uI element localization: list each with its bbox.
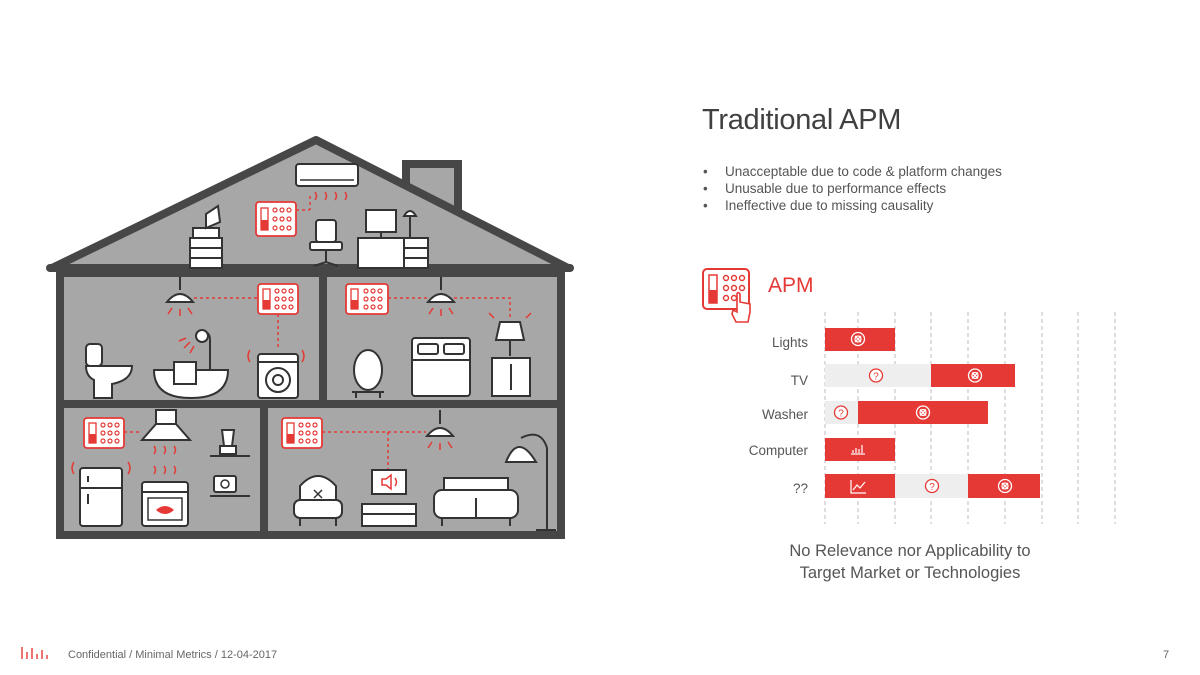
apm-panel-icon	[702, 268, 751, 323]
category-label-washer: Washer	[761, 407, 808, 422]
control-panel-icon	[255, 201, 297, 237]
bullet-marker: •	[703, 198, 708, 213]
bar-unknown-metrics	[825, 474, 895, 498]
control-panel-icon	[83, 417, 125, 449]
category-label-unknown: ??	[792, 481, 808, 496]
svg-text:?: ?	[873, 372, 879, 383]
armchair-icon	[293, 475, 343, 526]
range-hood-icon	[139, 409, 193, 455]
ceiling-lamp-icon	[164, 277, 196, 316]
category-label-lights: Lights	[771, 335, 808, 350]
bullet-text: Unusable due to performance effects	[725, 181, 947, 196]
apm-timeline: ? ? ?	[824, 312, 1116, 524]
oven-icon	[141, 465, 189, 527]
tv-stand-icon	[361, 469, 417, 527]
line-chart-icon	[850, 480, 866, 494]
control-panel-icon	[257, 283, 299, 315]
air-conditioner-icon	[295, 163, 359, 201]
fail-icon	[967, 368, 983, 383]
bullet-item: • Ineffective due to missing causality	[703, 197, 1002, 214]
question-icon: ?	[868, 368, 884, 383]
slide-title: Traditional APM	[702, 104, 902, 136]
category-label-computer: Computer	[748, 443, 808, 458]
blender-icon	[210, 429, 250, 457]
fridge-icon	[71, 461, 131, 527]
nightstand-lamp-icon	[488, 312, 532, 397]
mirror-icon	[352, 349, 384, 398]
connection-line	[454, 297, 511, 318]
ceiling-lamp-icon	[425, 277, 457, 316]
bullet-item: • Unacceptable due to code & platform cha…	[703, 163, 1002, 180]
bullet-marker: •	[703, 164, 708, 179]
apm-heading: APM	[768, 274, 814, 297]
bed-icon	[411, 337, 471, 397]
bullet-list: • Unacceptable due to code & platform cha…	[703, 163, 1002, 214]
office-chair-icon	[309, 219, 343, 267]
sofa-icon	[433, 477, 519, 526]
computer-desk-icon	[357, 209, 429, 269]
toilet-icon	[84, 343, 134, 399]
svg-text:?: ?	[929, 482, 935, 493]
bar-computer-metrics	[825, 438, 895, 461]
fail-icon	[850, 331, 866, 347]
control-panel-icon	[281, 417, 323, 449]
bullet-text: Unacceptable due to code & platform chan…	[725, 164, 1002, 179]
caption-line-1: No Relevance nor Applicability to	[789, 542, 1031, 560]
bullet-marker: •	[703, 181, 708, 196]
question-icon: ?	[833, 405, 849, 420]
gramophone-icon	[189, 204, 223, 269]
caption-line-2: Target Market or Technologies	[799, 564, 1021, 582]
bar-unknown-fail	[968, 474, 1040, 498]
bullet-text: Ineffective due to missing causality	[725, 198, 934, 213]
svg-text:?: ?	[838, 409, 844, 420]
fail-icon	[915, 405, 931, 420]
page-number: 7	[1163, 649, 1170, 661]
category-label-tv: TV	[790, 373, 808, 388]
control-panel-icon	[345, 283, 389, 315]
fail-icon	[997, 478, 1013, 494]
ceiling-lamp-icon	[424, 410, 456, 450]
bar-chart-icon	[851, 445, 865, 455]
bathtub-icon	[152, 329, 230, 400]
bar-lights-fail	[825, 328, 895, 351]
bar-tv-fail	[931, 364, 1015, 387]
footer-text: Confidential / Minimal Metrics / 12-04-2…	[68, 649, 278, 661]
bullet-item: • Unusable due to performance effects	[703, 180, 1002, 197]
minimal-metrics-logo-icon	[21, 647, 48, 659]
floor-lamp-icon	[504, 433, 556, 531]
mixer-icon	[210, 475, 250, 497]
washing-machine-icon	[247, 349, 305, 399]
question-icon: ?	[924, 478, 940, 494]
